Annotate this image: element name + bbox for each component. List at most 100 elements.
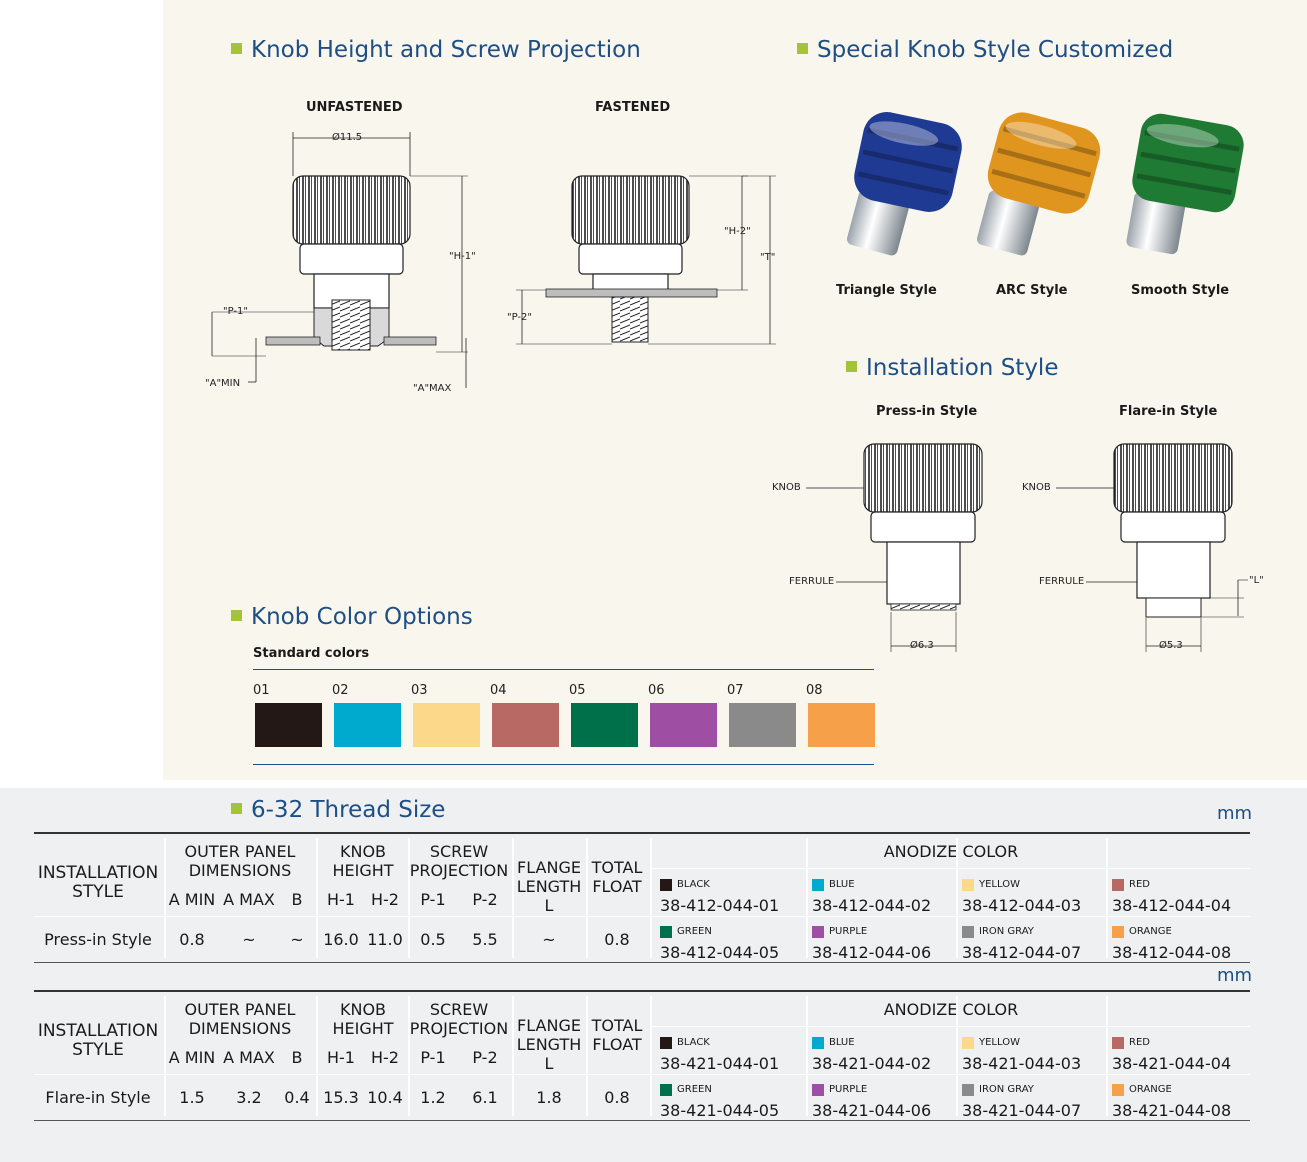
anodize-color-swatch xyxy=(812,926,824,938)
row-p1: 1.2 xyxy=(420,1088,446,1107)
row-b: 0.4 xyxy=(284,1088,310,1107)
anodize-part: ORANGE 38-421-044-08 xyxy=(1112,1081,1257,1125)
label-knob-flare: KNOB xyxy=(1022,482,1051,493)
header-total-float: TOTAL FLOAT xyxy=(591,1016,643,1054)
color-swatch xyxy=(729,703,796,747)
style-label-triangle: Triangle Style xyxy=(836,283,937,298)
part-number: 38-412-044-04 xyxy=(1112,896,1232,915)
header-h2: H-2 xyxy=(371,1048,399,1067)
anodize-part: YELLOW 38-412-044-03 xyxy=(962,876,1107,920)
dim-flare-diameter: Ø5.3 xyxy=(1159,640,1183,651)
row-h2: 10.4 xyxy=(367,1088,403,1107)
table-bottom-rule xyxy=(34,962,1250,963)
row-a-max: 3.2 xyxy=(236,1088,262,1107)
part-number: 38-412-044-03 xyxy=(962,896,1082,915)
header-a-min: A MIN xyxy=(168,890,216,909)
part-number: 38-421-044-05 xyxy=(660,1101,780,1120)
swatch-number: 04 xyxy=(490,683,507,698)
header-a-min: A MIN xyxy=(168,1048,216,1067)
divider xyxy=(253,764,874,765)
dim-press-diameter: Ø6.3 xyxy=(910,640,934,651)
color-swatch xyxy=(255,703,322,747)
install-label-flare-in: Flare-in Style xyxy=(1119,404,1218,419)
anodize-color-name: BLACK xyxy=(677,879,710,890)
bullet-square-icon xyxy=(846,361,857,372)
row-b: ~ xyxy=(290,930,304,949)
header-installation-style: INSTALLATION STYLE xyxy=(37,1021,159,1060)
header-outer-panel: OUTER PANEL DIMENSIONS xyxy=(184,842,296,880)
column-separator xyxy=(806,996,808,1116)
swatch-number: 03 xyxy=(411,683,428,698)
dim-h1: "H-1" xyxy=(449,251,476,262)
header-p2: P-2 xyxy=(472,1048,498,1067)
color-swatch xyxy=(650,703,717,747)
dim-knob-diameter: Ø11.5 xyxy=(332,132,363,143)
header-h1: H-1 xyxy=(327,890,355,909)
section-title-knob-height: Knob Height and Screw Projection xyxy=(231,37,641,63)
bullet-square-icon xyxy=(231,803,242,814)
top-panel xyxy=(163,0,1307,780)
install-label-press-in: Press-in Style xyxy=(876,404,978,419)
column-separator xyxy=(408,996,410,1116)
color-swatch xyxy=(492,703,559,747)
style-label-smooth: Smooth Style xyxy=(1131,283,1230,298)
anodize-color-swatch xyxy=(660,879,672,891)
anodize-color-swatch xyxy=(962,926,974,938)
smooth-knob-icon xyxy=(1132,113,1244,213)
standard-colors-heading: Standard colors xyxy=(253,646,370,661)
section-title-thread: 6-32 Thread Size xyxy=(231,797,445,823)
swatch-number: 08 xyxy=(806,683,823,698)
header-flange-length: FLANGE LENGTH L xyxy=(516,1016,582,1073)
header-h1: H-1 xyxy=(327,1048,355,1067)
anodize-color-swatch xyxy=(812,879,824,891)
table-top-rule xyxy=(34,990,1250,992)
header-total-float: TOTAL FLOAT xyxy=(591,858,643,896)
anodize-color-swatch xyxy=(660,1084,672,1096)
anodize-separator xyxy=(652,1026,1250,1027)
row-installation-style: Press-in Style xyxy=(44,930,152,949)
unit-label: mm xyxy=(1217,965,1253,986)
knob-dimension-drawing xyxy=(211,132,776,388)
anodize-color-swatch xyxy=(1112,879,1124,891)
column-separator xyxy=(956,838,958,958)
anodize-color-name: BLUE xyxy=(829,1037,855,1048)
swatch-number: 01 xyxy=(253,683,270,698)
dim-p1: "P-1" xyxy=(223,306,248,317)
label-unfastened: UNFASTENED xyxy=(306,100,403,115)
header-flange-length: FLANGE LENGTH L xyxy=(516,858,582,915)
part-number: 38-421-044-07 xyxy=(962,1101,1082,1120)
anodize-color-name: YELLOW xyxy=(979,879,1020,890)
part-number: 38-421-044-08 xyxy=(1112,1101,1232,1120)
column-separator xyxy=(512,838,514,958)
anodize-part: BLACK 38-412-044-01 xyxy=(660,876,805,920)
dim-t: "T" xyxy=(760,252,776,263)
row-p1: 0.5 xyxy=(420,930,446,949)
color-swatch xyxy=(571,703,638,747)
triangle-knob-icon xyxy=(854,112,962,212)
section-title-special-style: Special Knob Style Customized xyxy=(797,37,1173,63)
column-separator xyxy=(1106,996,1108,1116)
part-number: 38-412-044-01 xyxy=(660,896,780,915)
swatch-number: 06 xyxy=(648,683,665,698)
dim-a-min: "A"MIN xyxy=(205,378,241,389)
row-p2: 5.5 xyxy=(472,930,498,949)
arc-knob-icon xyxy=(987,112,1101,214)
row-p2: 6.1 xyxy=(472,1088,498,1107)
knob-style-illustrations xyxy=(846,112,1244,256)
row-a-max: ~ xyxy=(242,930,256,949)
table-bottom-rule xyxy=(34,1120,1250,1121)
label-fastened: FASTENED xyxy=(595,100,671,115)
swatch-number: 02 xyxy=(332,683,349,698)
row-flange: 1.8 xyxy=(536,1088,562,1107)
label-ferrule-press: FERRULE xyxy=(789,576,835,587)
header-outer-panel: OUTER PANEL DIMENSIONS xyxy=(184,1000,296,1038)
anodize-color-name: GREEN xyxy=(677,926,712,937)
anodize-color-name: IRON GRAY xyxy=(979,926,1034,937)
anodize-color-name: ORANGE xyxy=(1129,1084,1172,1095)
part-number: 38-412-044-08 xyxy=(1112,943,1232,962)
column-separator xyxy=(956,996,958,1116)
swatch-number: 05 xyxy=(569,683,586,698)
